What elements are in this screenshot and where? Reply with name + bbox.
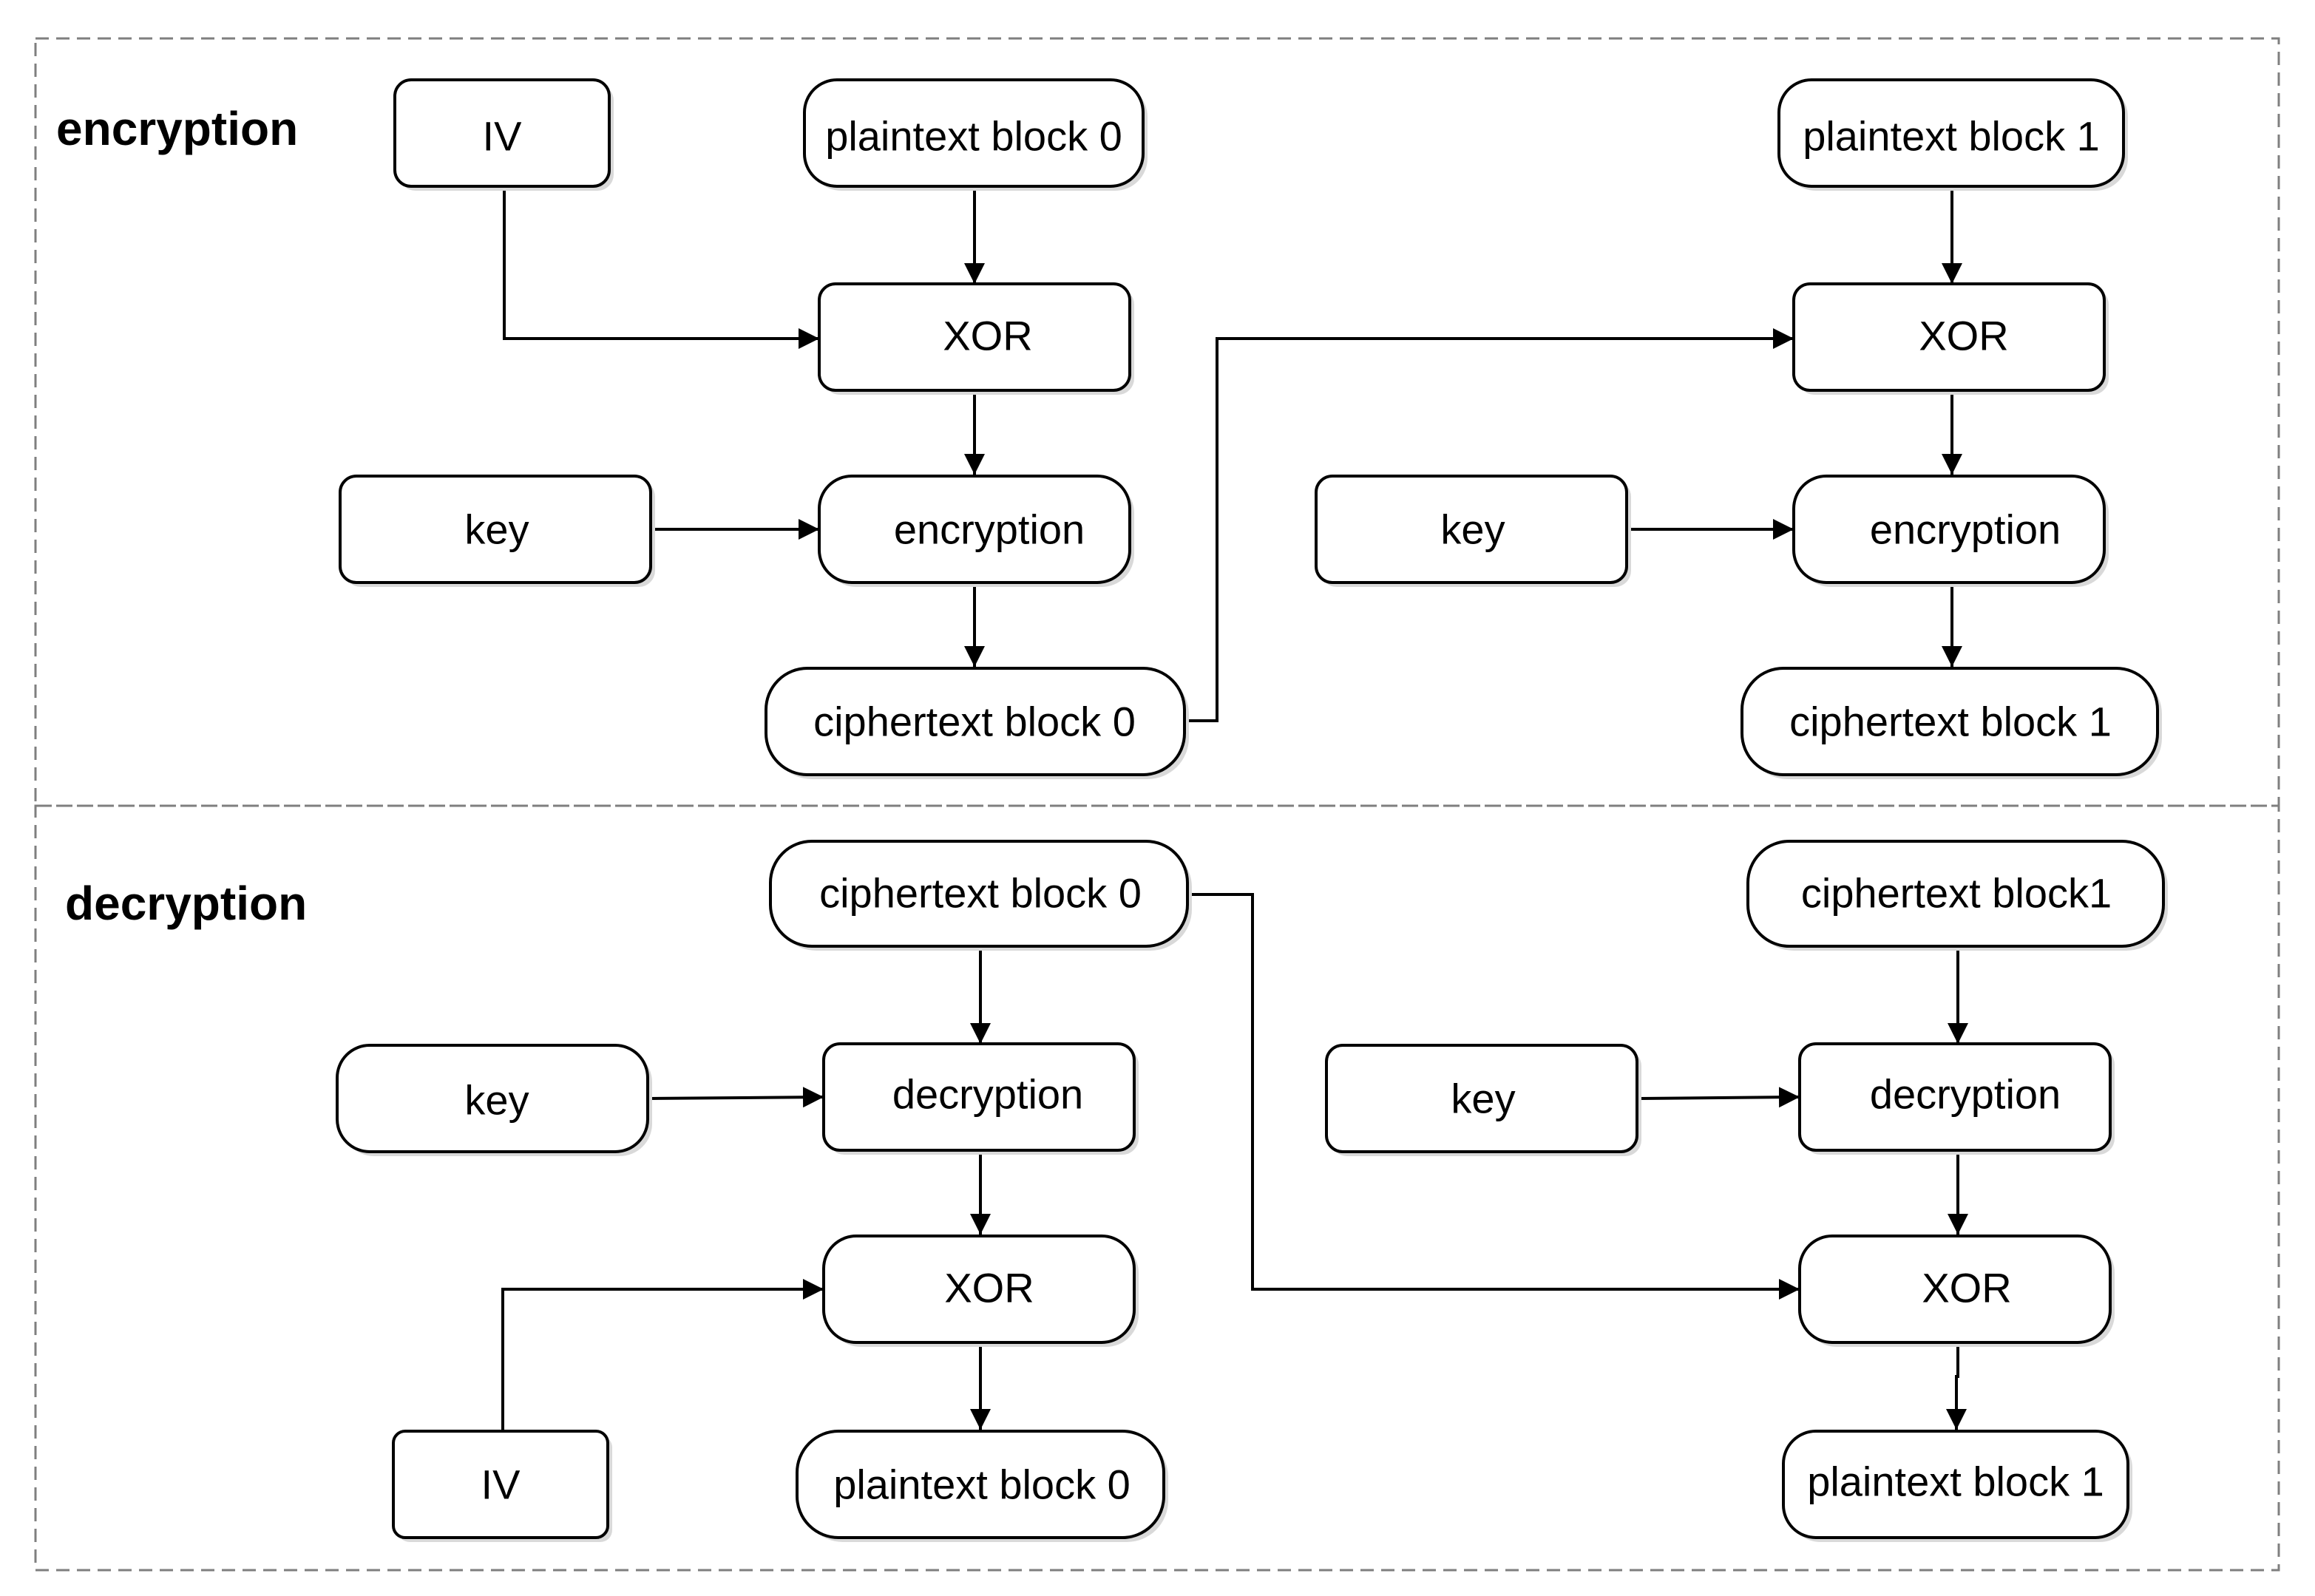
node-dec-decryption-0: decryption (822, 1042, 1139, 1155)
node-label: IV (481, 1461, 521, 1508)
node-label: key (1451, 1076, 1515, 1122)
node-label: key (1440, 506, 1505, 553)
node-label: plaintext block 0 (833, 1461, 1131, 1508)
decryption-section-title: decryption (65, 877, 307, 930)
node-dec-xor-1: XOR (1798, 1235, 2115, 1347)
node-enc-ciphertext-block-0: ciphertext block 0 (765, 667, 1189, 779)
node-label: decryption (1870, 1071, 2061, 1118)
node-enc-xor-1: XOR (1792, 282, 2109, 395)
node-enc-plaintext-block-1: plaintext block 1 (1777, 78, 2128, 191)
node-enc-encryption-1: encryption (1792, 475, 2109, 587)
node-enc-key-1: key (1315, 475, 1631, 587)
encryption-edges (503, 189, 1962, 722)
encryption-section-title: encryption (56, 102, 298, 155)
node-label: XOR (1922, 1265, 2011, 1311)
decryption-section-frame (34, 804, 2280, 1572)
node-dec-ciphertext-block-0: ciphertext block 0 (769, 840, 1192, 951)
node-enc-xor-0: XOR (818, 282, 1134, 395)
node-dec-decryption-1: decryption (1798, 1042, 2115, 1155)
node-label: ciphertext block1 (1801, 870, 2112, 917)
edge-iv-to-xor-0 (503, 189, 819, 349)
node-label: encryption (894, 506, 1085, 553)
node-label: decryption (892, 1071, 1083, 1118)
decryption-edges (501, 893, 1968, 1430)
node-label: encryption (1870, 506, 2061, 553)
node-enc-encryption-0: encryption (818, 475, 1134, 587)
node-dec-iv: IV (392, 1430, 612, 1542)
node-dec-plaintext-block-1: plaintext block 1 (1782, 1430, 2132, 1542)
edge-key-1-to-decryption-1 (1639, 1087, 1800, 1108)
node-enc-plaintext-block-0: plaintext block 0 (803, 78, 1148, 191)
edge-ciphertext-0-to-xor-1-dec (1189, 893, 1800, 1300)
node-label: plaintext block 1 (1803, 113, 2100, 160)
node-label: key (464, 506, 529, 553)
node-label: ciphertext block 0 (819, 870, 1142, 917)
edge-iv-to-xor-0-dec (501, 1279, 824, 1430)
node-label: key (464, 1077, 529, 1124)
node-dec-key-0: key (336, 1044, 652, 1156)
node-enc-key-0: key (339, 475, 655, 587)
node-dec-xor-0: XOR (822, 1235, 1139, 1347)
node-label: IV (483, 113, 523, 160)
node-dec-ciphertext-block-1: ciphertext block1 (1746, 840, 2168, 951)
node-enc-ciphertext-block-1: ciphertext block 1 (1741, 667, 2162, 779)
node-label: XOR (1919, 313, 2008, 359)
node-label: XOR (943, 313, 1032, 359)
edge-xor-1-to-plaintext-1 (1946, 1342, 1967, 1430)
edge-ciphertext-0-to-xor-1 (1186, 328, 1794, 722)
node-label: ciphertext block 0 (813, 699, 1136, 745)
node-dec-plaintext-block-0: plaintext block 0 (796, 1430, 1168, 1542)
edge-key-0-to-decryption-0 (650, 1087, 824, 1108)
node-label: XOR (944, 1265, 1034, 1311)
node-label: ciphertext block 1 (1789, 699, 2112, 745)
node-dec-key-1: key (1325, 1044, 1641, 1156)
node-label: plaintext block 1 (1807, 1459, 2104, 1505)
node-label: plaintext block 0 (825, 113, 1122, 160)
node-enc-iv: IV (393, 78, 614, 191)
